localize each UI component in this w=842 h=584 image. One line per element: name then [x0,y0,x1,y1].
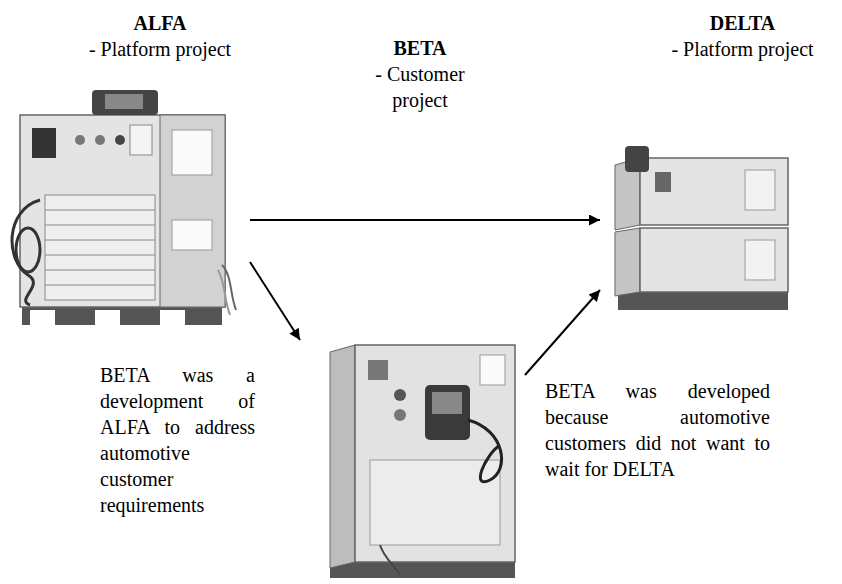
node-heading: DELTA- Platform project [650,10,835,62]
button [394,389,406,401]
grille [45,195,155,300]
cabinet-body [20,115,225,307]
upper-module [640,158,788,225]
label-plate [172,220,212,250]
lower-module [640,228,788,292]
pendant-screen [432,392,462,414]
teach-pendant [92,90,158,115]
product-node: DELTA- Platform project [600,5,837,315]
cabinet-base [618,292,788,310]
delta-cabinet [615,146,788,310]
base-slot [30,310,55,325]
cable-loop [16,228,40,272]
cable-loop [468,420,502,482]
display [32,128,56,158]
panel [130,125,152,155]
project-type: - Platform project [75,36,245,62]
label-plate [480,355,505,385]
product-node: BETA- Customer project [300,30,525,580]
arrow-connector [250,219,600,221]
button [394,409,406,421]
project-type: - Platform project [650,36,835,62]
node-heading: ALFA- Platform project [75,10,245,62]
arrow-connector [525,290,600,375]
cabinet-base [22,305,222,325]
cable [380,545,400,575]
label-plate [172,130,212,175]
base-slot [160,310,185,325]
door-handle [745,240,775,280]
project-name: ALFA [75,10,245,36]
product-node: ALFA- Platform project [5,5,250,330]
switch [655,172,671,192]
project-name: BETA [365,35,475,61]
beta-cabinet [330,345,515,578]
cabinet-side [330,345,355,568]
switch [368,360,388,380]
cabinet-body [355,345,515,562]
cable [218,270,230,315]
teach-pendant [625,146,649,172]
alfa-cabinet [12,90,236,325]
caption-note: BETA was a development of ALFA to addres… [100,362,255,518]
pendant-screen [105,94,143,109]
button [115,135,125,145]
base-slot [95,310,120,325]
cable [12,200,40,305]
project-name: DELTA [650,10,835,36]
cabinet-side [615,228,640,296]
button [75,135,85,145]
caption-note: BETA was developed because automotive cu… [545,378,770,482]
arrow-connector [250,262,300,340]
door-handle [745,170,775,210]
button [95,135,105,145]
project-type: - Customer project [365,61,475,113]
side-module [160,115,225,307]
teach-pendant [425,385,470,440]
node-heading: BETA- Customer project [365,35,475,113]
